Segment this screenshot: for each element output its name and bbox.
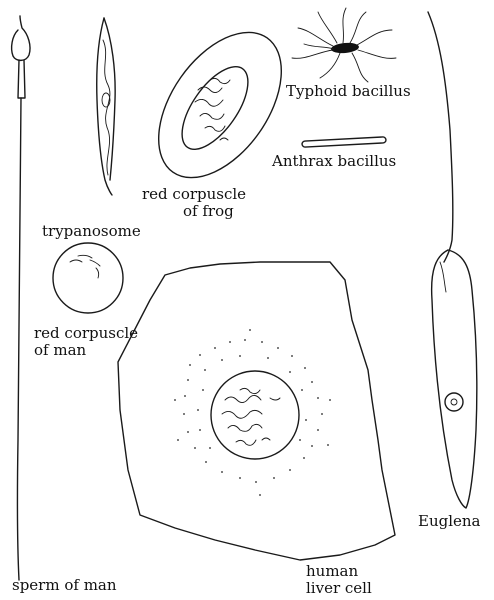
human-liver-cell	[118, 262, 395, 560]
label-liver-line1: human	[306, 562, 358, 580]
label-frog-rbc-line2: of frog	[183, 202, 234, 220]
label-euglena: Euglena	[418, 512, 481, 530]
label-man-rbc-line2: of man	[34, 341, 87, 359]
anthrax-bacillus	[302, 137, 386, 147]
label-sperm-of-man: sperm of man	[12, 576, 117, 594]
label-anthrax-bacillus: Anthrax bacillus	[271, 152, 396, 170]
label-frog-rbc-line1: red corpuscle	[142, 185, 246, 203]
label-man-rbc-line1: red corpuscle	[34, 324, 138, 342]
trypanosome	[97, 18, 115, 195]
label-trypanosome: trypanosome	[42, 222, 141, 240]
euglena	[428, 12, 477, 508]
label-typhoid-bacillus: Typhoid bacillus	[286, 82, 411, 100]
typhoid-bacillus	[292, 8, 396, 82]
label-liver-line2: liver cell	[306, 579, 372, 597]
frog-red-corpuscle	[134, 10, 307, 199]
cytoplasm-granules	[174, 329, 331, 496]
sperm-of-man	[12, 16, 30, 580]
man-red-corpuscle	[53, 243, 123, 313]
